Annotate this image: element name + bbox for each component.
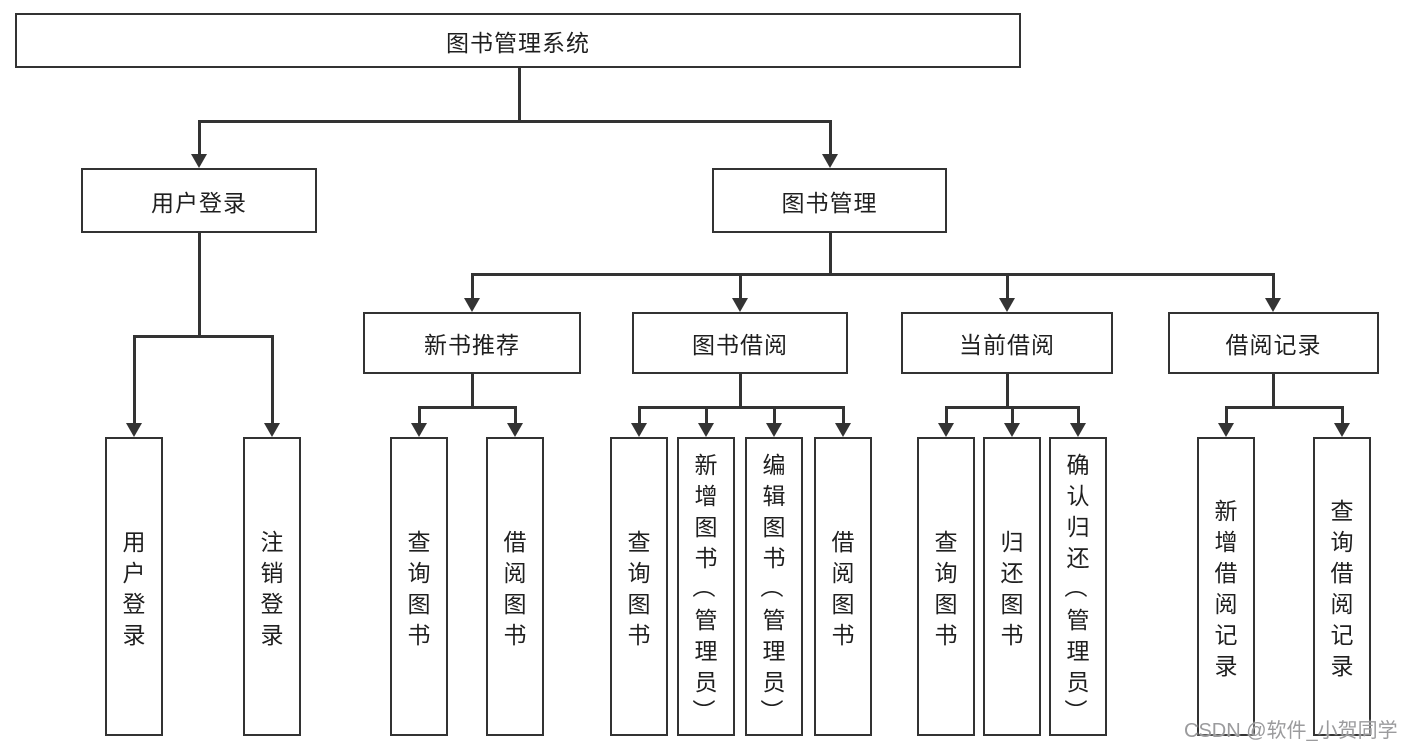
connector-line — [638, 406, 844, 409]
leaf-query-books-borrow: 查询图书 — [610, 437, 668, 736]
leaf-return-books: 归还图书 — [983, 437, 1041, 736]
connector-line — [1225, 406, 1228, 423]
connector-line — [514, 406, 517, 423]
arrow-down — [732, 298, 748, 312]
connector-line — [471, 374, 474, 406]
arrow-down — [1070, 423, 1086, 437]
connector-line — [518, 68, 521, 120]
node-book-management-label: 图书管理 — [781, 189, 878, 216]
arrow-down — [631, 423, 647, 437]
node-borrow-records: 借阅记录 — [1168, 312, 1379, 374]
connector-line — [271, 335, 274, 423]
connector-line — [418, 406, 516, 409]
arrow-down — [822, 154, 838, 168]
connector-line — [198, 233, 201, 335]
connector-line — [1006, 273, 1009, 298]
arrow-down — [1218, 423, 1234, 437]
connector-line — [1006, 374, 1009, 406]
connector-line — [418, 406, 421, 423]
arrow-down — [191, 154, 207, 168]
connector-line — [133, 335, 273, 338]
connector-line — [1272, 273, 1275, 298]
node-root-label: 图书管理系统 — [446, 29, 590, 56]
arrow-down — [264, 423, 280, 437]
node-user-login: 用户登录 — [81, 168, 317, 233]
connector-line — [133, 335, 136, 423]
arrow-down — [938, 423, 954, 437]
connector-line — [739, 273, 742, 298]
leaf-query-borrow-record: 查询借阅记录 — [1313, 437, 1371, 736]
connector-line — [1225, 406, 1343, 409]
connector-line — [842, 406, 845, 423]
node-book-borrow-label: 图书借阅 — [692, 332, 788, 358]
node-book-borrow: 图书借阅 — [632, 312, 848, 374]
connector-line — [829, 120, 832, 155]
connector-line — [945, 406, 948, 423]
node-current-borrow: 当前借阅 — [901, 312, 1113, 374]
node-new-book-recommend-label: 新书推荐 — [424, 332, 520, 358]
node-user-login-label: 用户登录 — [151, 189, 247, 216]
node-new-book-recommend: 新书推荐 — [363, 312, 581, 374]
node-root: 图书管理系统 — [15, 13, 1021, 68]
arrow-down — [411, 423, 427, 437]
connector-line — [1341, 406, 1344, 423]
connector-line — [705, 406, 708, 423]
arrow-down — [1334, 423, 1350, 437]
leaf-edit-book-admin: 编辑图书（管理员） — [745, 437, 803, 736]
arrow-down — [126, 423, 142, 437]
arrow-down — [835, 423, 851, 437]
leaf-user-login: 用户登录 — [105, 437, 163, 736]
node-borrow-records-label: 借阅记录 — [1225, 332, 1322, 358]
connector-line — [1011, 406, 1014, 423]
connector-line — [198, 120, 201, 155]
node-current-borrow-label: 当前借阅 — [959, 332, 1055, 358]
leaf-confirm-return-admin: 确认归还（管理员） — [1049, 437, 1107, 736]
leaf-add-book-admin: 新增图书（管理员） — [677, 437, 735, 736]
leaf-borrow-books: 借阅图书 — [814, 437, 872, 736]
arrow-down — [464, 298, 480, 312]
arrow-down — [1004, 423, 1020, 437]
arrow-down — [507, 423, 523, 437]
node-book-management: 图书管理 — [712, 168, 947, 233]
connector-line — [829, 232, 832, 273]
leaf-logout: 注销登录 — [243, 437, 301, 736]
connector-line — [471, 273, 1274, 276]
connector-line — [638, 406, 641, 423]
arrow-down — [1265, 298, 1281, 312]
leaf-add-borrow-record: 新增借阅记录 — [1197, 437, 1255, 736]
arrow-down — [698, 423, 714, 437]
connector-line — [198, 120, 831, 123]
leaf-borrow-books-newbooks: 借阅图书 — [486, 437, 544, 736]
arrow-down — [999, 298, 1015, 312]
arrow-down — [766, 423, 782, 437]
connector-line — [1077, 406, 1080, 423]
connector-line — [773, 406, 776, 423]
leaf-query-books-newbooks: 查询图书 — [390, 437, 448, 736]
leaf-query-books-current: 查询图书 — [917, 437, 975, 736]
connector-line — [471, 273, 474, 298]
csdn-watermark: CSDN @软件_小贺同学 — [1184, 720, 1398, 742]
connector-line — [739, 374, 742, 406]
connector-line — [1272, 374, 1275, 406]
